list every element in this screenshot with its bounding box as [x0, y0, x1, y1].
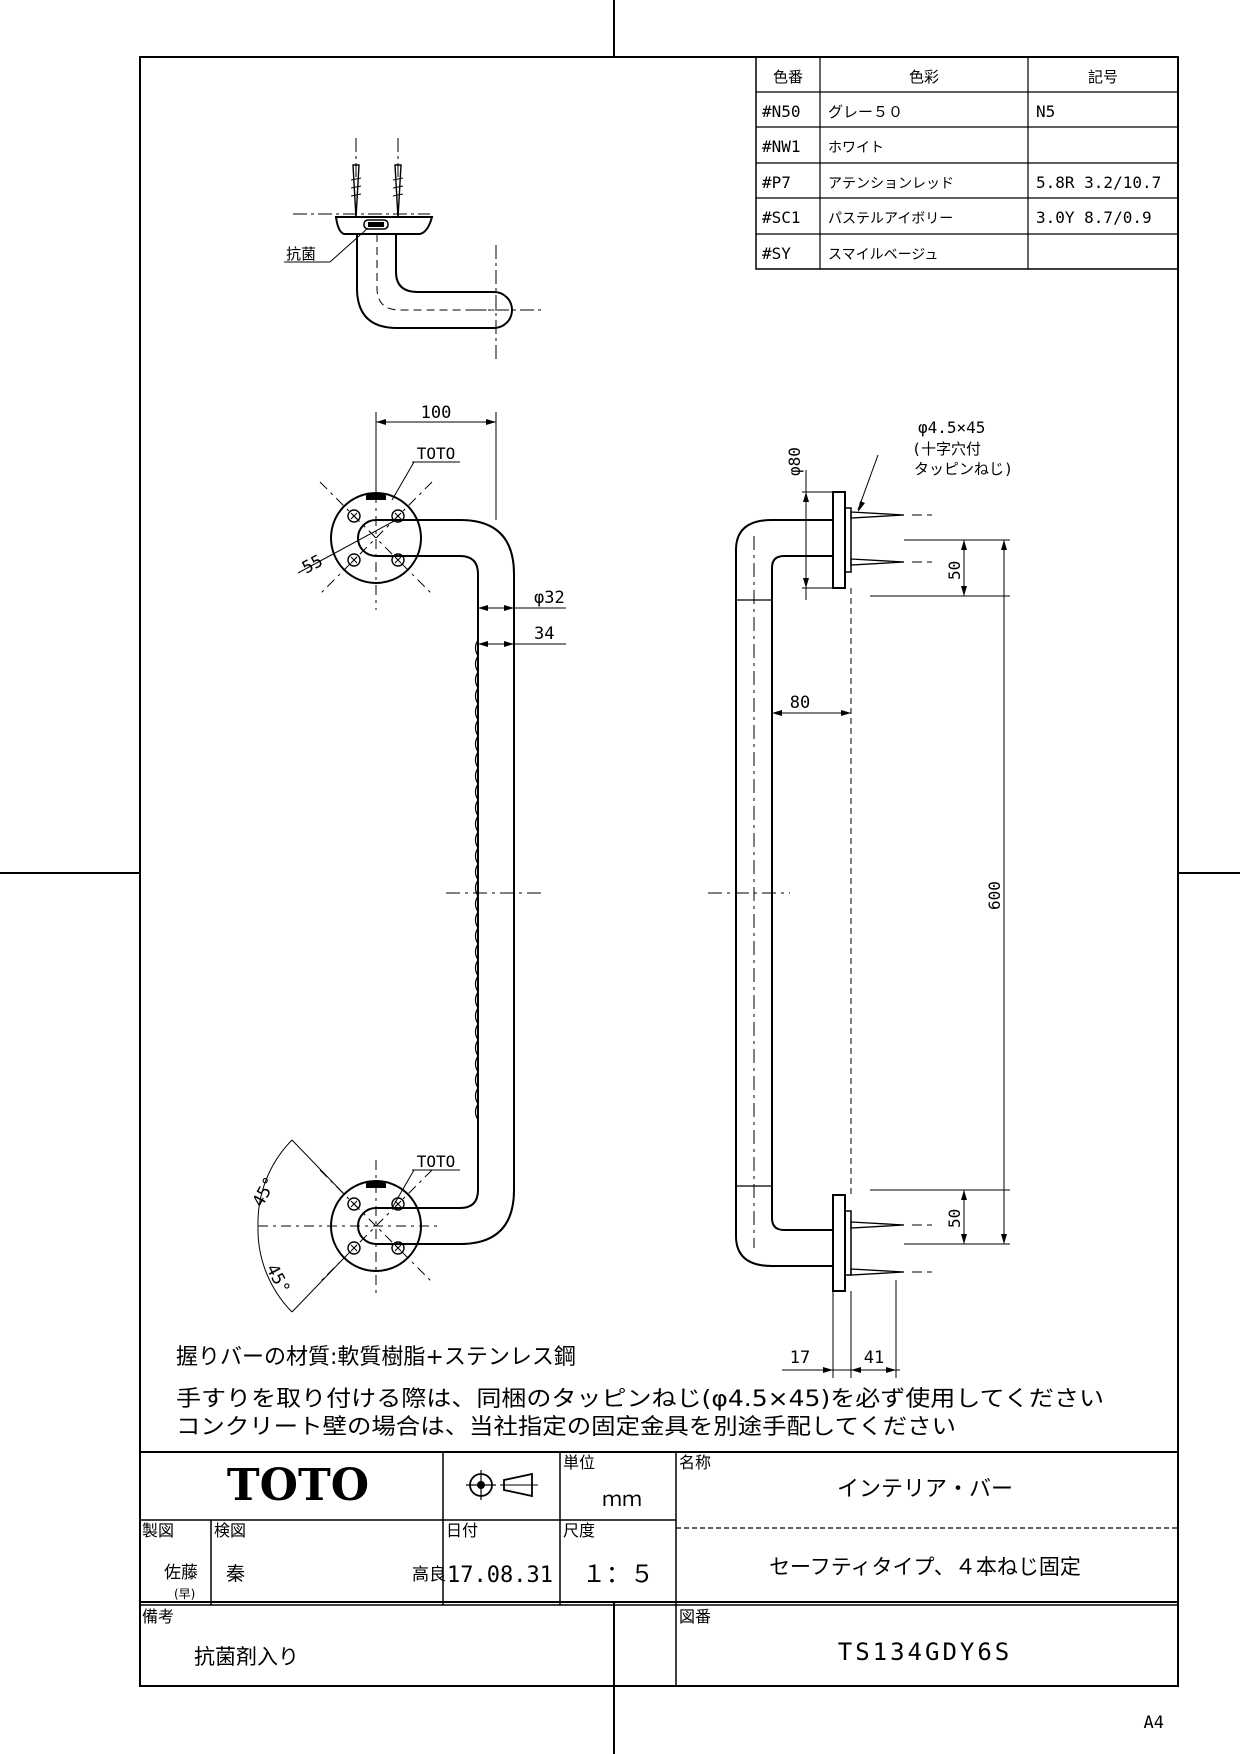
- toto-logo: TOTO: [227, 1460, 369, 1511]
- color-name-cell: グレー５０: [828, 103, 903, 121]
- color-code-cell: #P7: [762, 173, 791, 192]
- screw-spec-2: (十字穴付: [912, 440, 981, 458]
- color-symbol-cell: N5: [1036, 102, 1055, 121]
- color-table: 色番 色彩 記号 #N50 グレー５０ N5 #NW1 ホワイト #P7 アテン…: [755, 56, 1179, 270]
- angle-top: 45°: [249, 1174, 281, 1211]
- drawn-label: 製図: [142, 1521, 174, 1540]
- color-name-cell: アテンションレッド: [828, 176, 954, 192]
- date-label: 日付: [446, 1521, 478, 1540]
- color-name-cell: パステルアイボリー: [828, 211, 953, 227]
- title-block-bottom-border: [139, 1601, 1179, 1687]
- color-code-cell: #SC1: [762, 208, 801, 227]
- drawn-by-note: (早): [174, 1587, 195, 1601]
- color-name-cell: ホワイト: [828, 140, 884, 156]
- color-code-cell: #N50: [762, 102, 801, 121]
- drawn-by: 佐藤: [164, 1563, 198, 1583]
- color-code-cell: #NW1: [762, 137, 801, 156]
- toto-logo-top: TOTO: [417, 444, 456, 463]
- dim-phi80: φ80: [785, 447, 804, 476]
- dim-600: 600: [985, 881, 1004, 910]
- checked-by: 秦: [226, 1563, 245, 1585]
- paper-size: A4: [1144, 1713, 1164, 1733]
- approved-by: 高良: [412, 1565, 446, 1585]
- color-name-cell: スマイルベージュ: [828, 247, 938, 263]
- color-symbol-cell: 3.0Y 8.7/0.9: [1036, 208, 1152, 227]
- color-symbol-cell: 5.8R 3.2/10.7: [1036, 173, 1161, 192]
- title-block: [140, 1451, 1178, 1686]
- dim-55: 55: [299, 551, 326, 578]
- checked-label: 検図: [214, 1521, 246, 1540]
- right-view: [708, 454, 1010, 1378]
- scale-label: 尺度: [563, 1521, 595, 1540]
- toto-logo-bottom: TOTO: [417, 1152, 456, 1171]
- dim-41: 41: [864, 1348, 884, 1368]
- screw-spec-1: φ4.5×45: [918, 418, 985, 437]
- screw-spec-3: タッピンねじ): [914, 460, 1013, 478]
- product-subtitle: セーフティタイプ、４本ねじ固定: [769, 1555, 1081, 1579]
- dim-34: 34: [534, 624, 554, 644]
- sheet-border: [139, 56, 1179, 1603]
- color-table-header-color: 色彩: [909, 68, 939, 86]
- scale-value: １：５: [582, 1560, 654, 1588]
- drawing-number-label: 図番: [679, 1607, 711, 1626]
- front-view: [257, 412, 566, 1313]
- note-material: 握りバーの材質:軟質樹脂+ステンレス鋼: [176, 1345, 576, 1370]
- side-view: [293, 138, 545, 360]
- color-table-header-code: 色番: [773, 68, 803, 86]
- note-line-2: コンクリート壁の場合は、当社指定の固定金具を別途手配してください: [176, 1415, 956, 1440]
- unit-label: 単位: [563, 1453, 595, 1472]
- product-name: インテリア・バー: [837, 1477, 1013, 1502]
- dim-80: 80: [790, 693, 810, 713]
- date-value: 17.08.31: [447, 1563, 553, 1588]
- color-code-cell: #SY: [762, 244, 791, 263]
- remarks-value: 抗菌剤入り: [194, 1645, 299, 1669]
- dim-phi32: φ32: [534, 588, 565, 608]
- name-label: 名称: [679, 1453, 711, 1472]
- dim-100: 100: [421, 403, 452, 423]
- dim-50-top: 50: [945, 561, 964, 580]
- remarks-label: 備考: [142, 1607, 174, 1626]
- color-table-header-symbol: 記号: [1088, 68, 1118, 86]
- angle-bottom: 45°: [262, 1261, 294, 1298]
- antibacterial-label: 抗菌: [286, 245, 316, 263]
- dim-17: 17: [790, 1348, 810, 1368]
- dim-50-bottom: 50: [945, 1209, 964, 1228]
- unit-value: ｍｍ: [602, 1487, 642, 1511]
- note-line-1: 手すりを取り付ける際は、同梱のタッピンねじ(φ4.5×45)を必ず使用してくださ…: [176, 1387, 1104, 1412]
- drawing-number: TS134GDY6S: [838, 1638, 1013, 1666]
